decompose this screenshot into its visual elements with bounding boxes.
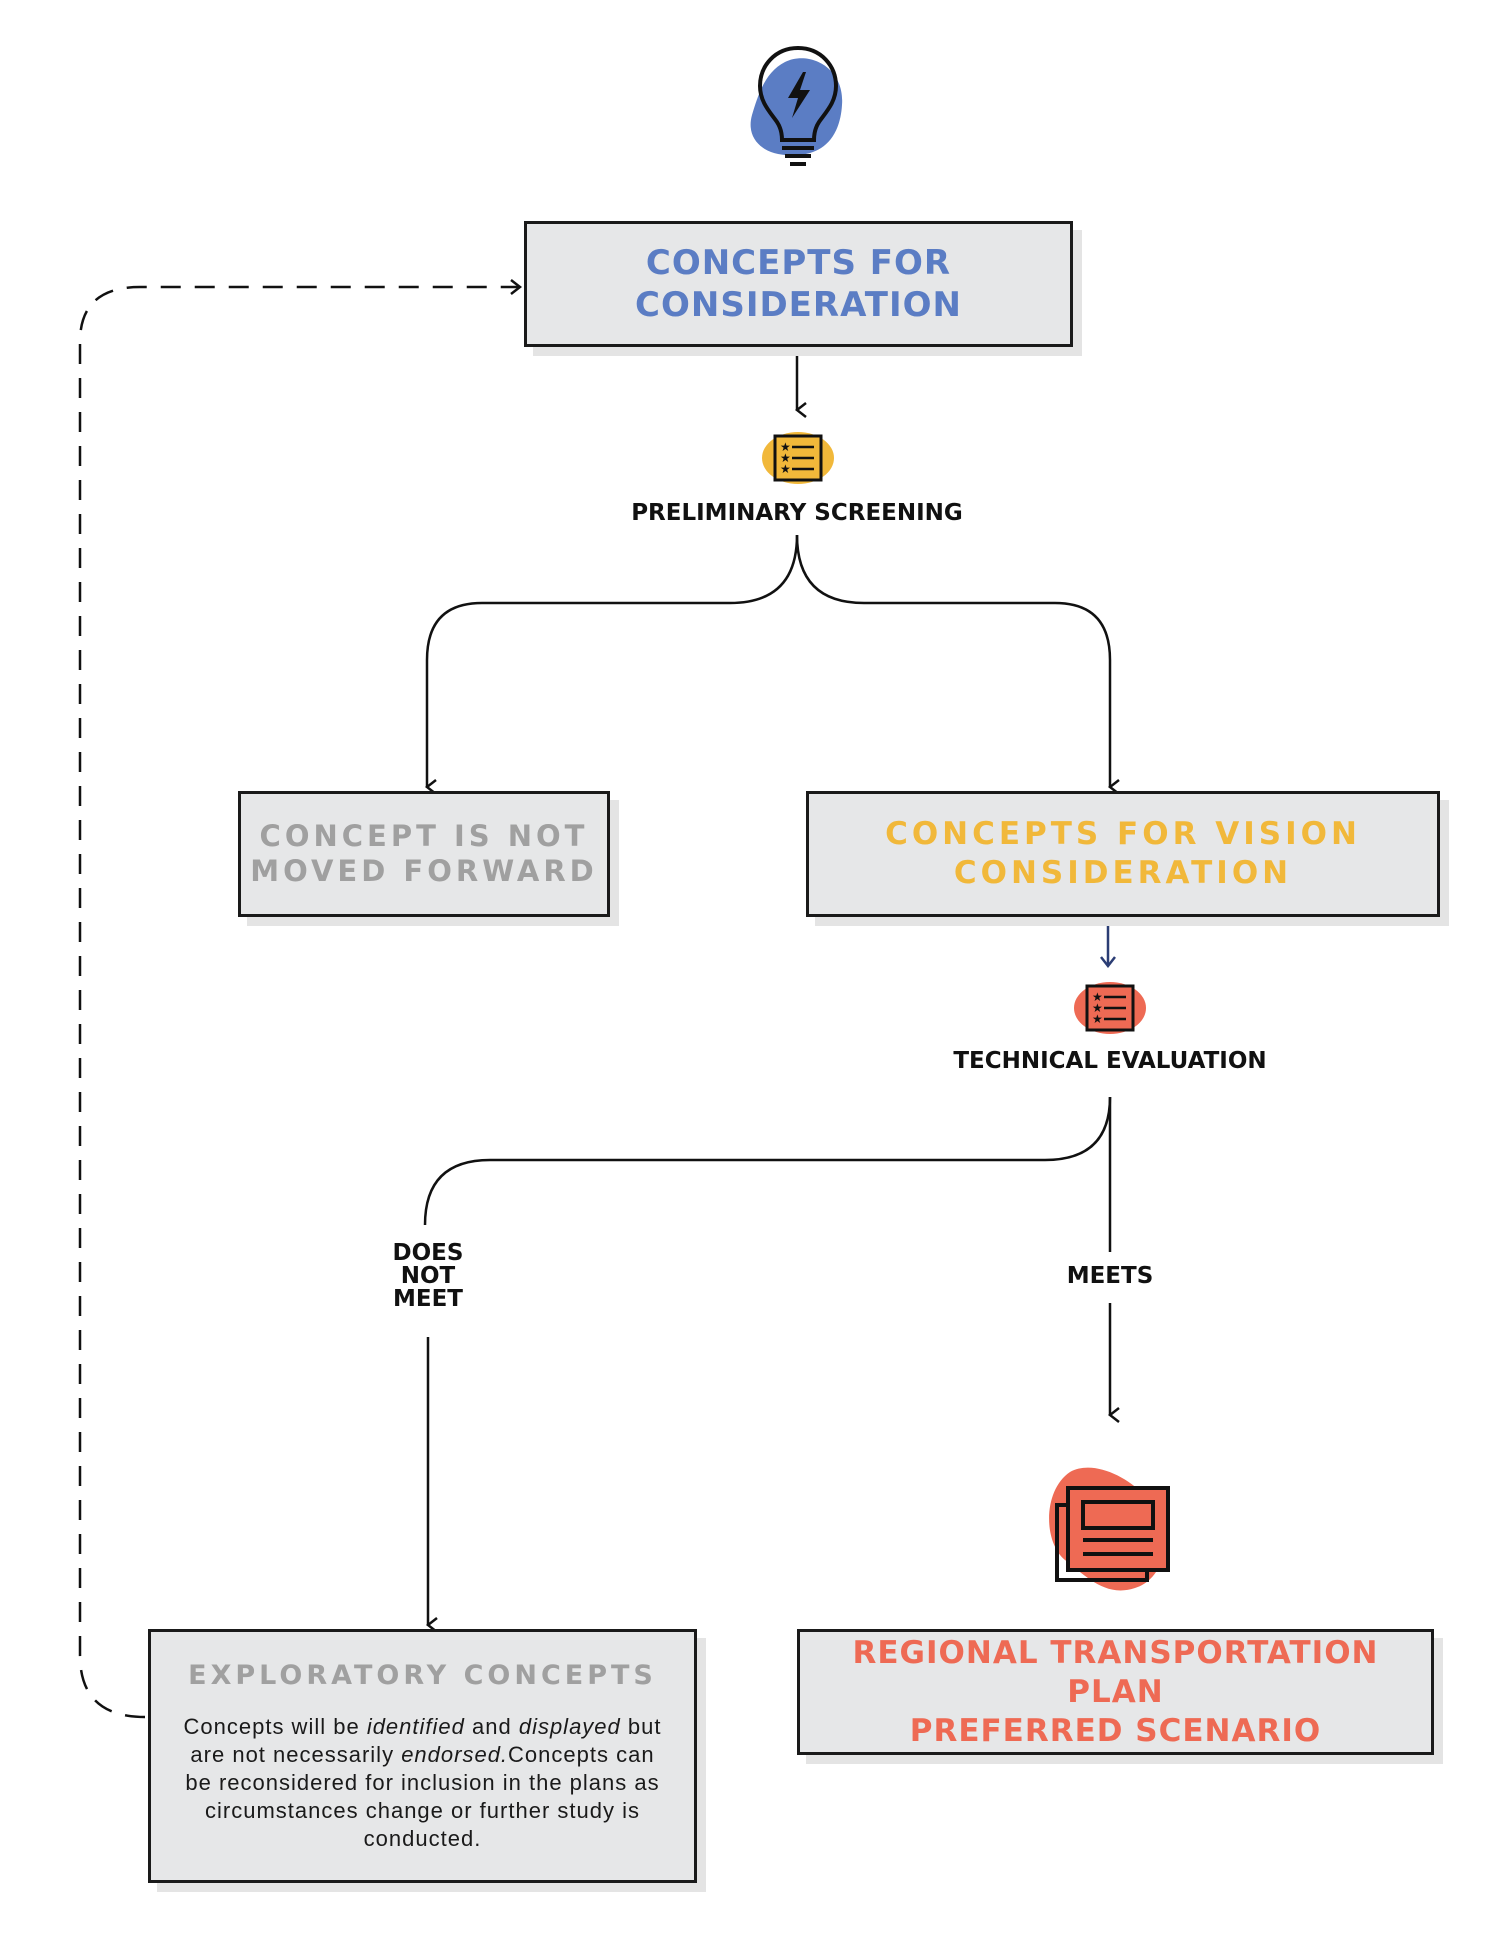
branch-vision: [795, 534, 1110, 787]
box-title-line-1: CONCEPTS FOR VISION: [885, 816, 1361, 852]
rtp-preferred-scenario-box: REGIONAL TRANSPORTATION PLAN PREFERRED S…: [797, 1629, 1434, 1755]
label-line: DOES: [392, 1240, 464, 1266]
branch-does-not-meet: [423, 1096, 1112, 1226]
svg-text:★: ★: [780, 462, 791, 476]
box-title: EXPLORATORY CONCEPTS: [188, 1659, 657, 1691]
meets-label: MEETS: [1066, 1263, 1154, 1289]
document-stack-icon: [1049, 1467, 1170, 1591]
svg-text:★: ★: [780, 451, 791, 465]
box-title-line-2: CONSIDERATION: [953, 855, 1293, 891]
label-line: NOT: [400, 1263, 456, 1289]
box-description: Concepts will be identified and displaye…: [183, 1713, 662, 1851]
does-not-meet-label: DOES NOT MEET: [368, 1242, 488, 1311]
branch-not-moved: [427, 534, 799, 787]
preliminary-screening-label: PRELIMINARY SCREENING: [631, 500, 963, 526]
technical-evaluation-label: TECHNICAL EVALUATION: [953, 1048, 1267, 1074]
svg-text:★: ★: [1092, 1012, 1103, 1026]
box-title-line-1: CONCEPTS FOR: [645, 243, 952, 283]
feedback-loop-dashed: [78, 287, 520, 1719]
exploratory-concepts-box: EXPLORATORY CONCEPTS Concepts will be id…: [148, 1629, 697, 1883]
svg-text:★: ★: [780, 440, 791, 454]
checklist-icon: ★ ★ ★: [762, 432, 834, 484]
box-title-line-1: CONCEPT IS NOT: [259, 819, 589, 853]
svg-text:★: ★: [1092, 1001, 1103, 1015]
label-line: MEET: [393, 1286, 463, 1312]
lightbulb-icon: [750, 45, 843, 166]
box-title-line-2: MOVED FORWARD: [250, 854, 598, 888]
concepts-for-consideration-box: CONCEPTS FOR CONSIDERATION: [524, 221, 1073, 347]
not-moved-forward-box: CONCEPT IS NOT MOVED FORWARD: [238, 791, 610, 917]
box-title-line-1: REGIONAL TRANSPORTATION PLAN: [852, 1634, 1379, 1710]
vision-consideration-box: CONCEPTS FOR VISION CONSIDERATION: [806, 791, 1440, 917]
box-title-line-2: PREFERRED SCENARIO: [909, 1712, 1322, 1749]
checklist-icon: ★ ★ ★: [1074, 982, 1146, 1034]
box-title-line-2: CONSIDERATION: [635, 285, 962, 325]
svg-text:★: ★: [1092, 990, 1103, 1004]
